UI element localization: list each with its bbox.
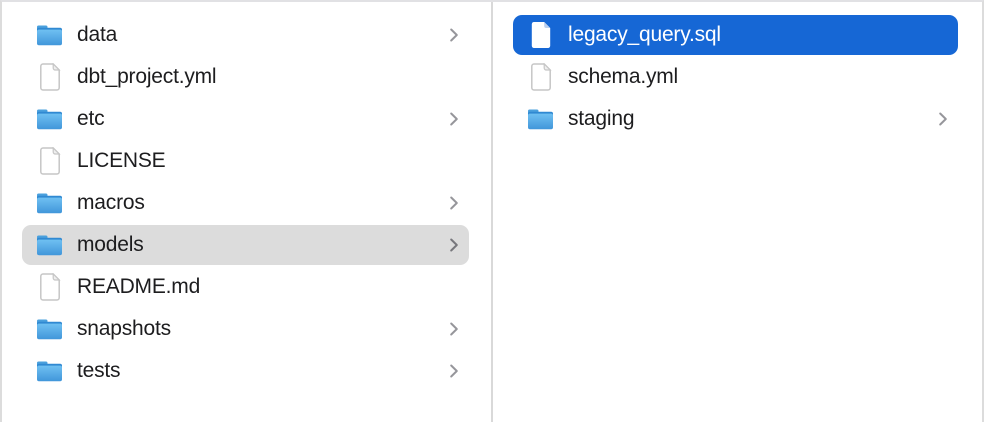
- folder-icon: [37, 235, 62, 255]
- icon-slot: [36, 357, 63, 385]
- row-etc[interactable]: etc: [22, 99, 469, 139]
- row-tests[interactable]: tests: [22, 351, 469, 391]
- folder-icon: [37, 361, 62, 381]
- item-name: data: [77, 23, 118, 46]
- row-readme-md[interactable]: README.md: [22, 267, 469, 307]
- chevron-right-icon: [449, 321, 459, 337]
- icon-slot: [36, 231, 63, 259]
- chevron-right-icon: [449, 363, 459, 379]
- column-parent: data dbt_project.yml: [2, 2, 491, 422]
- column-child: legacy_query.sql schema.yml: [491, 2, 980, 422]
- row-staging[interactable]: staging: [513, 99, 958, 139]
- item-name: etc: [77, 107, 105, 130]
- row-legacy-query-sql[interactable]: legacy_query.sql: [513, 15, 958, 55]
- folder-icon: [37, 193, 62, 213]
- icon-slot: [36, 147, 63, 175]
- chevron-right-icon: [938, 111, 948, 127]
- folder-icon: [37, 109, 62, 129]
- row-license[interactable]: LICENSE: [22, 141, 469, 181]
- folder-icon: [528, 109, 553, 129]
- item-name: models: [77, 233, 144, 256]
- row-schema-yml[interactable]: schema.yml: [513, 57, 958, 97]
- document-icon: [39, 63, 61, 91]
- icon-slot: [36, 315, 63, 343]
- folder-icon: [37, 319, 62, 339]
- document-icon: [531, 22, 550, 48]
- row-macros[interactable]: macros: [22, 183, 469, 223]
- icon-slot: [527, 105, 554, 133]
- item-name: staging: [568, 107, 635, 130]
- icon-slot: [36, 273, 63, 301]
- item-name: schema.yml: [568, 65, 679, 88]
- chevron-right-icon: [449, 111, 459, 127]
- document-icon: [39, 147, 61, 175]
- item-name: LICENSE: [77, 149, 166, 172]
- item-name: README.md: [77, 275, 201, 298]
- item-name: snapshots: [77, 317, 171, 340]
- row-snapshots[interactable]: snapshots: [22, 309, 469, 349]
- row-data[interactable]: data: [22, 15, 469, 55]
- chevron-right-icon: [449, 27, 459, 43]
- icon-slot: [36, 21, 63, 49]
- row-dbt-project-yml[interactable]: dbt_project.yml: [22, 57, 469, 97]
- icon-slot: [36, 105, 63, 133]
- item-name: tests: [77, 359, 121, 382]
- icon-slot: [36, 189, 63, 217]
- icon-slot: [527, 21, 554, 49]
- icon-slot: [36, 63, 63, 91]
- chevron-right-icon: [449, 195, 459, 211]
- item-name: macros: [77, 191, 145, 214]
- icon-slot: [527, 63, 554, 91]
- row-models[interactable]: models: [22, 225, 469, 265]
- folder-icon: [37, 25, 62, 45]
- document-icon: [39, 273, 61, 301]
- chevron-right-icon: [449, 237, 459, 253]
- item-name: legacy_query.sql: [568, 23, 721, 46]
- item-name: dbt_project.yml: [77, 65, 217, 88]
- document-icon: [530, 63, 552, 91]
